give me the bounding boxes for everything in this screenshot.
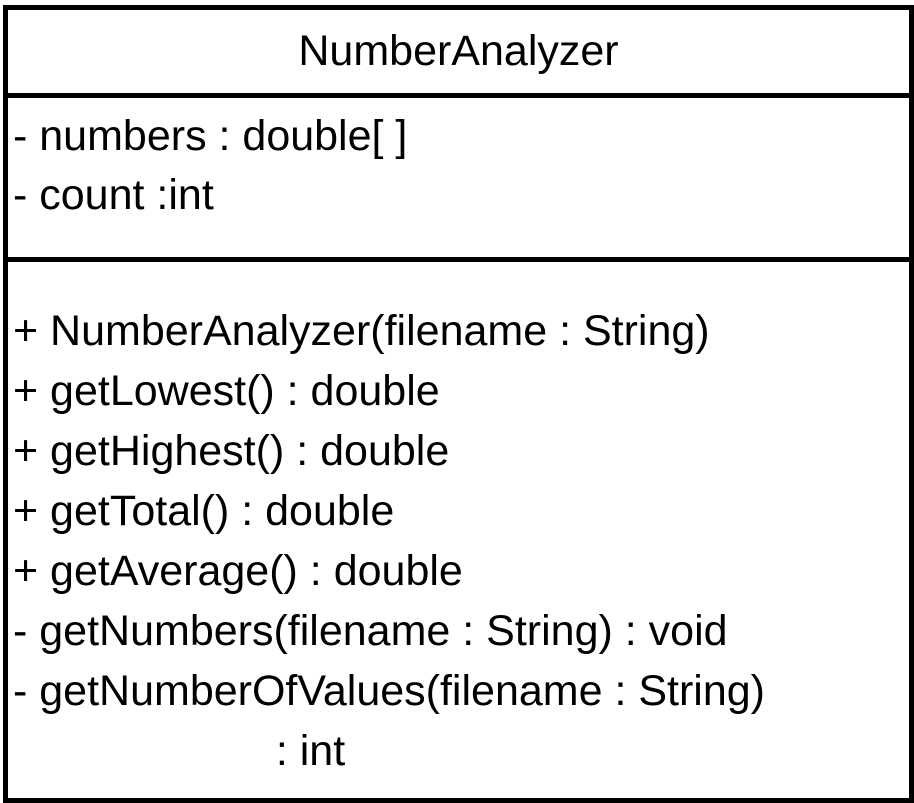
operation-get-total: + getTotal() : double <box>13 487 395 535</box>
class-name: NumberAnalyzer <box>298 27 619 75</box>
operation-constructor: + NumberAnalyzer(filename : String) <box>13 307 710 355</box>
attributes-compartment: - numbers : double[ ] - count :int <box>8 98 909 262</box>
attribute-count: - count :int <box>13 171 214 219</box>
attribute-numbers: - numbers : double[ ] <box>13 112 408 160</box>
operation-get-highest: + getHighest() : double <box>13 427 450 475</box>
class-name-compartment: NumberAnalyzer <box>8 10 909 98</box>
operation-get-number-of-values-return: : int <box>13 727 346 775</box>
operation-get-average: + getAverage() : double <box>13 547 463 595</box>
uml-class-box: NumberAnalyzer - numbers : double[ ] - c… <box>3 5 914 803</box>
operation-get-number-of-values: - getNumberOfValues(filename : String) <box>13 667 765 715</box>
operation-get-numbers: - getNumbers(filename : String) : void <box>13 607 728 655</box>
operations-compartment: + NumberAnalyzer(filename : String) + ge… <box>8 262 909 798</box>
operation-get-lowest: + getLowest() : double <box>13 367 440 415</box>
